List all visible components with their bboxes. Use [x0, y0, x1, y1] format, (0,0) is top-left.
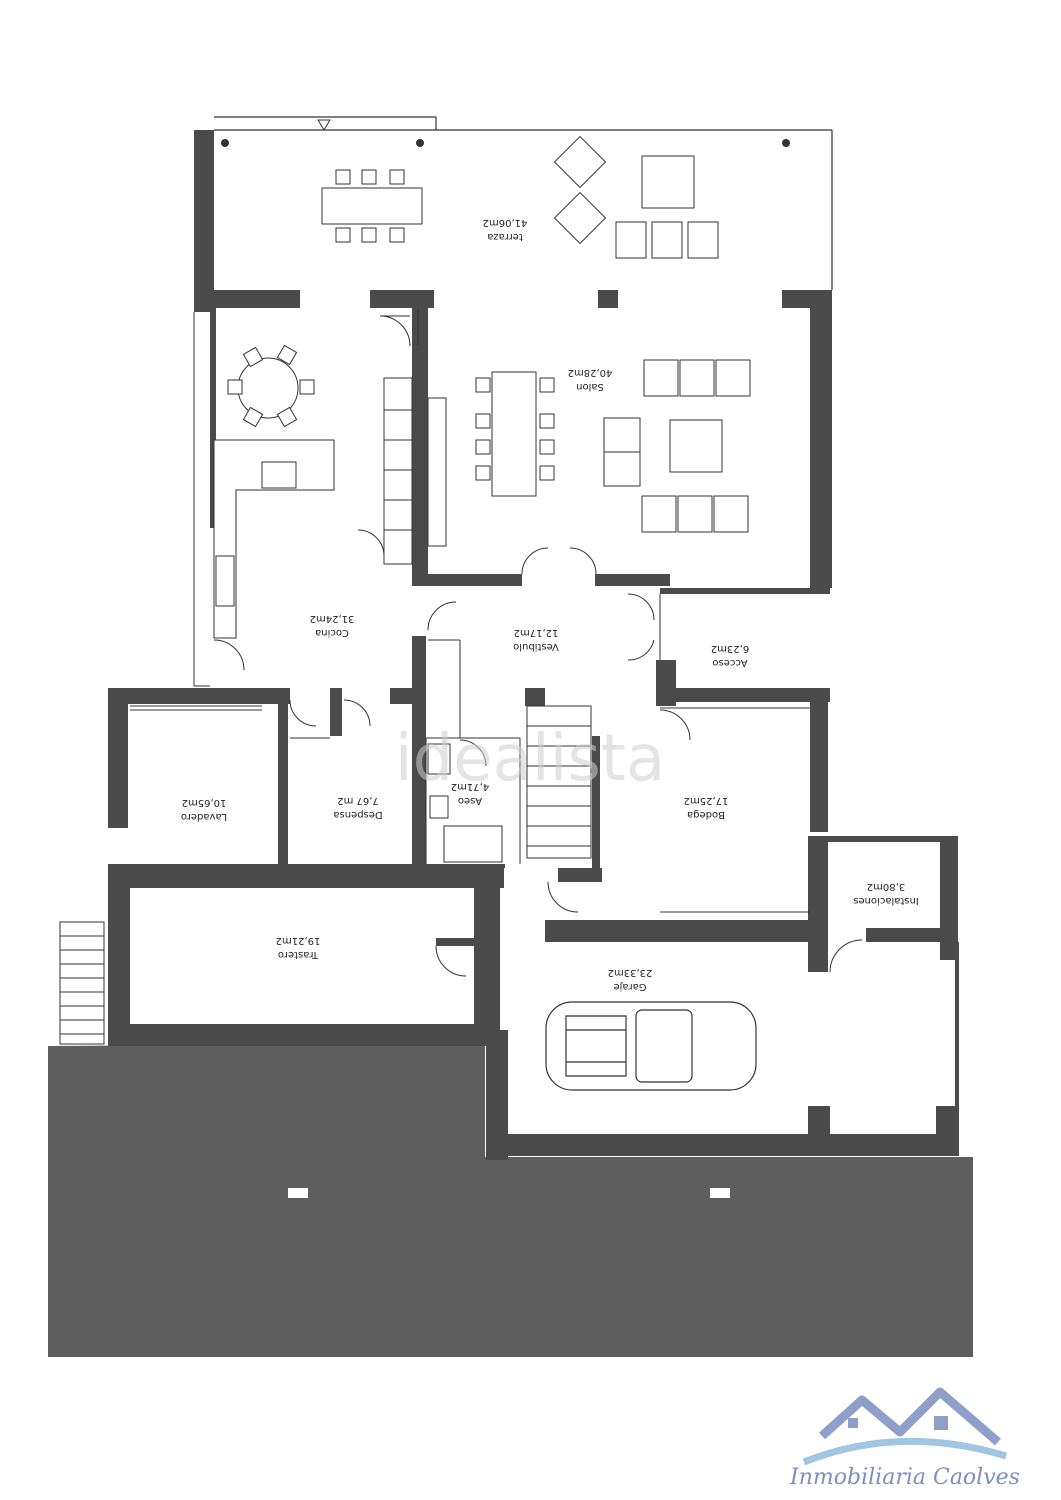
terrace-dining-table — [321, 169, 423, 243]
room-label-terraza: terraza 41,06m2 — [483, 217, 528, 242]
svg-text:Vestibulo: Vestibulo — [513, 641, 559, 652]
svg-text:Instalaciones: Instalaciones — [853, 895, 919, 906]
room-label-vestibulo: Vestibulo 12,17m2 — [513, 627, 559, 652]
svg-text:10,65m2: 10,65m2 — [182, 797, 227, 808]
svg-text:Lavadero: Lavadero — [181, 811, 227, 822]
svg-text:3,80m2: 3,80m2 — [867, 881, 905, 892]
svg-text:41,06m2: 41,06m2 — [483, 217, 528, 228]
car-icon — [545, 1001, 757, 1091]
door-swings — [213, 315, 863, 977]
svg-text:Cocina: Cocina — [315, 627, 349, 638]
room-label-bodega: Bodega 17,25m2 — [684, 795, 729, 820]
svg-text:terraza: terraza — [487, 231, 523, 242]
terrace-lounge — [553, 135, 719, 259]
room-label-despensa: Despensa 7,67 m2 — [333, 795, 382, 820]
terrace-columns — [221, 139, 790, 147]
room-label-cocina: Cocina 31,24m2 — [310, 613, 355, 638]
brand-name: Inmobiliaria Caolves — [789, 1465, 1020, 1490]
svg-text:4,71m2: 4,71m2 — [451, 781, 489, 792]
outdoor-ground — [48, 1043, 973, 1357]
svg-text:6,23m2: 6,23m2 — [711, 643, 749, 654]
terrace-outline — [214, 116, 833, 290]
salon-furniture — [427, 359, 751, 547]
thin-lines — [130, 310, 810, 913]
interior-stairs — [526, 705, 592, 859]
room-label-lavadero: Lavadero 10,65m2 — [181, 797, 227, 822]
svg-text:Salon: Salon — [576, 381, 604, 392]
watermark: idealista — [395, 722, 665, 796]
svg-text:17,25m2: 17,25m2 — [684, 795, 729, 806]
svg-text:7,67 m2: 7,67 m2 — [337, 795, 379, 806]
ground-light-2 — [710, 1188, 730, 1198]
svg-text:Despensa: Despensa — [333, 809, 382, 820]
bathroom-fixtures — [427, 743, 503, 863]
svg-text:Garaje: Garaje — [613, 981, 646, 992]
svg-text:Acceso: Acceso — [712, 657, 747, 668]
room-label-aseo: Aseo 4,71m2 — [451, 781, 489, 806]
room-label-garaje: Garaje 23,33m2 — [608, 967, 653, 992]
svg-text:23,33m2: 23,33m2 — [608, 967, 653, 978]
svg-text:31,24m2: 31,24m2 — [310, 613, 355, 624]
terrace-entry-marker — [317, 119, 331, 131]
kitchen-furniture — [213, 344, 413, 639]
svg-text:Trastero: Trastero — [278, 949, 319, 960]
exterior-stairs — [59, 921, 105, 1045]
room-label-salon: Salon 40,28m2 — [568, 367, 613, 392]
house-roofs-logo-icon — [802, 1387, 1008, 1466]
ground-light-1 — [288, 1188, 308, 1198]
svg-text:Aseo: Aseo — [458, 795, 482, 806]
svg-text:19,21m2: 19,21m2 — [276, 935, 321, 946]
walls — [108, 130, 959, 1160]
svg-text:12,17m2: 12,17m2 — [514, 627, 559, 638]
room-label-acceso: Acceso 6,23m2 — [711, 643, 749, 668]
svg-text:40,28m2: 40,28m2 — [568, 367, 613, 378]
room-label-trastero: Trastero 19,21m2 — [276, 935, 321, 960]
room-label-instalaciones: Instalaciones 3,80m2 — [853, 881, 919, 906]
svg-text:Bodega: Bodega — [687, 809, 725, 820]
